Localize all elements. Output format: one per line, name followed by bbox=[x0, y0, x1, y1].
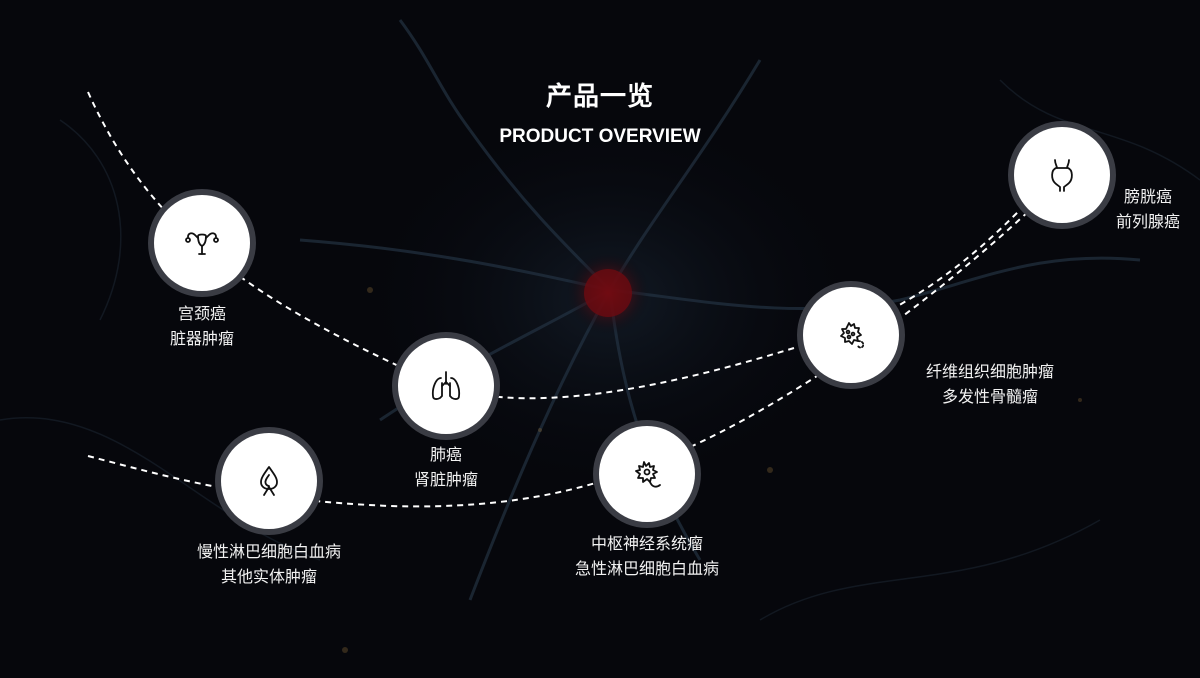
label-line-1: 宫颈癌 bbox=[177, 304, 226, 323]
label-line-2: 肾脏肿瘤 bbox=[413, 470, 478, 489]
cell-cluster-icon bbox=[840, 322, 865, 349]
bladder-icon bbox=[1051, 159, 1073, 192]
product-node-cll[interactable] bbox=[221, 433, 317, 529]
label-line-2: 脏器肿瘤 bbox=[169, 329, 234, 348]
product-label-bladder: 膀胱癌 前列腺癌 bbox=[1108, 184, 1188, 234]
product-node-bladder[interactable] bbox=[1014, 127, 1110, 223]
label-line-2: 多发性骨髓瘤 bbox=[941, 387, 1038, 406]
product-label-fibro: 纤维组织细胞肿瘤 多发性骨髓瘤 bbox=[905, 359, 1075, 409]
product-label-lung: 肺癌 肾脏肿瘤 bbox=[388, 442, 504, 492]
label-line-2: 前列腺癌 bbox=[1115, 212, 1180, 231]
uterus-icon bbox=[185, 232, 219, 255]
product-node-cervical[interactable] bbox=[154, 195, 250, 291]
ribbon-drop-icon bbox=[260, 466, 278, 496]
label-line-1: 中枢神经系统瘤 bbox=[590, 534, 703, 553]
lungs-icon bbox=[431, 371, 461, 400]
page-title: 产品一览 bbox=[545, 82, 654, 112]
product-node-fibro[interactable] bbox=[803, 287, 899, 383]
product-label-cervical: 宫颈癌 脏器肿瘤 bbox=[144, 301, 260, 351]
page-subtitle: PRODUCT OVERVIEW bbox=[499, 126, 701, 147]
neuron-cell-icon bbox=[635, 461, 661, 488]
product-node-cns[interactable] bbox=[599, 426, 695, 522]
label-line-2: 急性淋巴细胞白血病 bbox=[574, 559, 719, 578]
label-line-1: 膀胱癌 bbox=[1123, 187, 1172, 206]
label-line-1: 纤维组织细胞肿瘤 bbox=[925, 362, 1054, 381]
label-line-2: 其他实体肿瘤 bbox=[220, 567, 317, 586]
label-line-1: 慢性淋巴细胞白血病 bbox=[196, 542, 341, 561]
product-label-cns: 中枢神经系统瘤 急性淋巴细胞白血病 bbox=[553, 531, 741, 581]
product-label-cll: 慢性淋巴细胞白血病 其他实体肿瘤 bbox=[173, 539, 365, 589]
product-node-lung[interactable] bbox=[398, 338, 494, 434]
label-line-1: 肺癌 bbox=[429, 445, 462, 464]
